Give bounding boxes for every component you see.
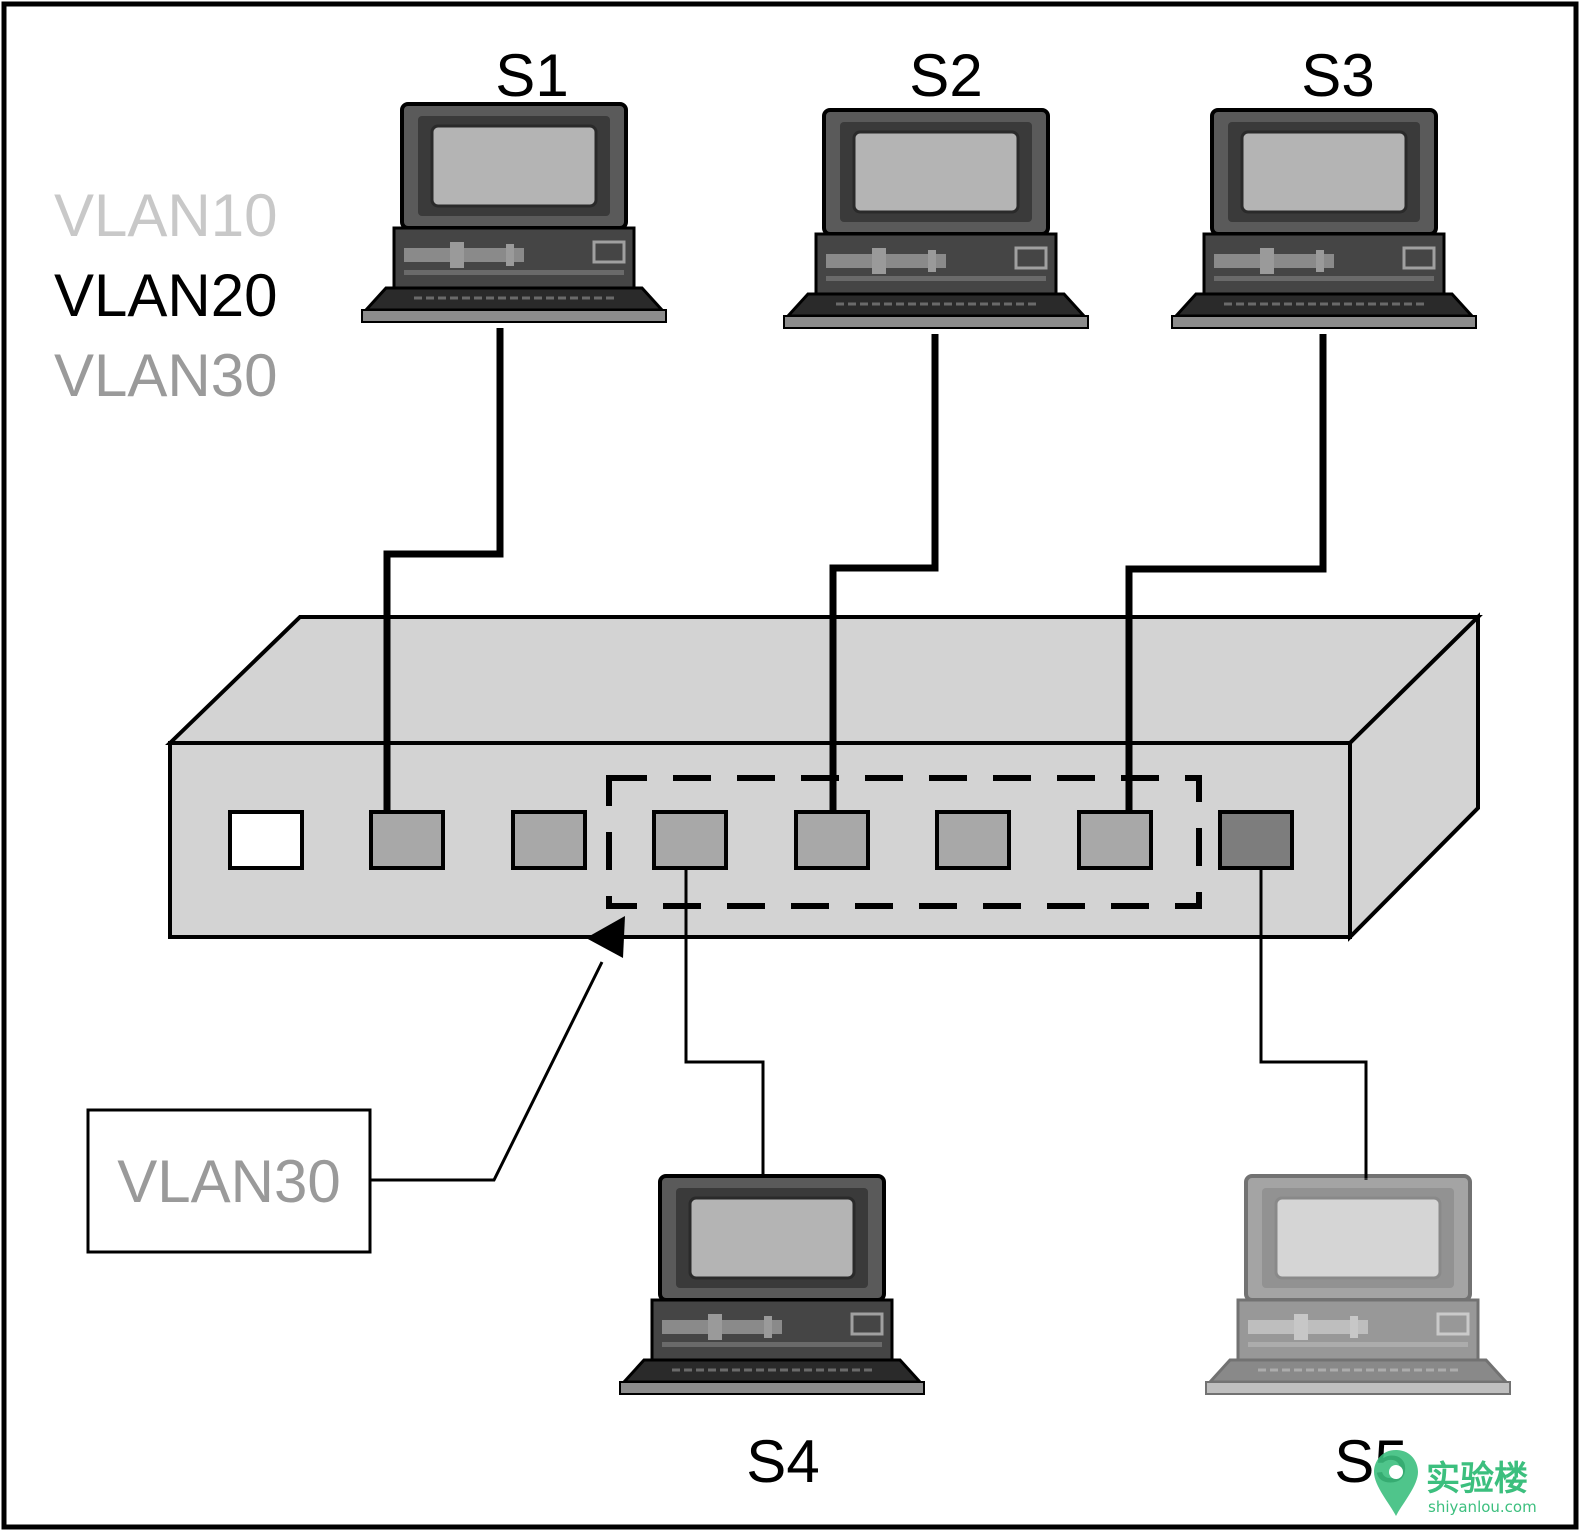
port-7: [1077, 810, 1153, 870]
cable-s3: [1125, 334, 1327, 812]
port-2: [369, 810, 445, 870]
host-label-s1: S1: [495, 42, 568, 109]
location-pin-icon: [1374, 1450, 1418, 1516]
callout-label: VLAN30: [117, 1148, 340, 1215]
port-4: [652, 810, 728, 870]
legend-item-vlan20: VLAN20: [54, 262, 277, 329]
computer-icon-s5: [1204, 1174, 1512, 1396]
cables: [383, 328, 1368, 1180]
callout-arrow-line: [370, 961, 604, 1182]
watermark-brand: 实验楼: [1426, 1459, 1528, 1499]
callout-box: [86, 1108, 372, 1254]
computer-icon-s4: [618, 1174, 926, 1396]
cable-s1: [383, 328, 504, 812]
switch-ports: [228, 810, 1294, 870]
watermark: 实验楼 shiyanlou.com: [1374, 1450, 1537, 1516]
legend-item-vlan30: VLAN30: [54, 342, 277, 409]
switch-top-face: [165, 615, 1483, 745]
cable-s4: [684, 870, 765, 1180]
legend-item-vlan10: VLAN10: [54, 182, 277, 249]
callout-arrow-head-icon: [586, 916, 625, 958]
location-pin-dot-icon: [1389, 1465, 1403, 1479]
host-label-s3: S3: [1301, 42, 1374, 109]
cable-s2: [829, 334, 939, 812]
vlan30-port-group: [606, 775, 1202, 909]
port-8: [1218, 810, 1294, 870]
computer-icon-s1: [360, 102, 668, 324]
host-label-s2: S2: [909, 42, 982, 109]
port-3: [511, 810, 587, 870]
port-6: [935, 810, 1011, 870]
computer-icon-s3: [1170, 108, 1478, 330]
port-1: [228, 810, 304, 870]
host-label-s4: S4: [746, 1428, 819, 1495]
computer-icon-s2: [782, 108, 1090, 330]
port-5: [794, 810, 870, 870]
watermark-domain: shiyanlou.com: [1428, 1498, 1537, 1516]
vlan-legend: VLAN10 VLAN20 VLAN30: [54, 182, 277, 409]
cable-s5: [1259, 870, 1368, 1180]
